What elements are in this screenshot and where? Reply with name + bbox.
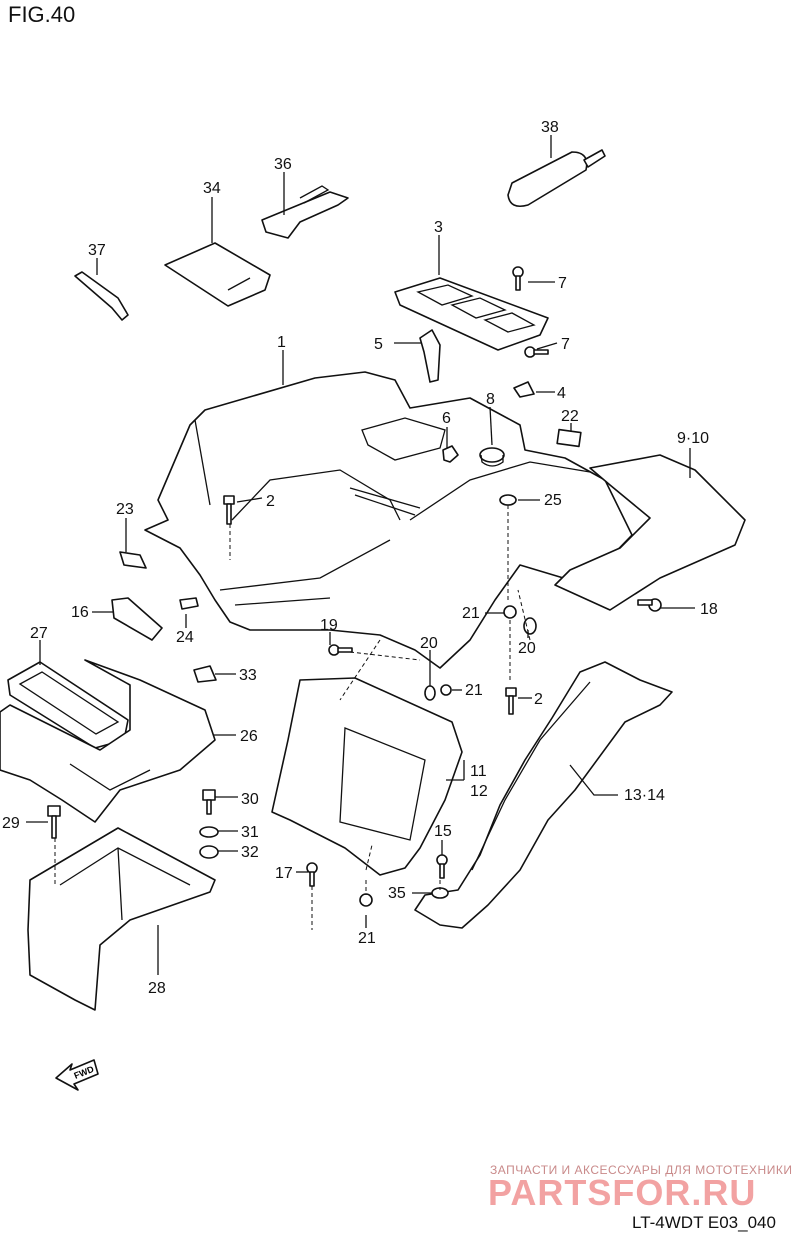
nut-21-lower[interactable] — [359, 893, 373, 907]
callout-23: 23 — [116, 501, 134, 518]
callout-3: 3 — [434, 219, 443, 236]
callout-21-lower: 21 — [358, 930, 376, 947]
part-11-12-inner-fender[interactable] — [271, 677, 463, 876]
callout-24: 24 — [176, 629, 194, 646]
part-8-cap[interactable] — [479, 447, 505, 467]
bolt-7-lower[interactable] — [524, 346, 549, 358]
callout-21-middle: 21 — [465, 682, 483, 699]
callout-32: 32 — [241, 844, 259, 861]
part-6-cap[interactable] — [442, 445, 459, 463]
callout-9-10: 9·10 — [677, 430, 709, 447]
callout-22: 22 — [561, 408, 579, 425]
callout-18: 18 — [700, 601, 718, 618]
callout-31: 31 — [241, 824, 259, 841]
part-34-pouch[interactable] — [164, 242, 271, 307]
callout-4: 4 — [557, 385, 566, 402]
callout-37: 37 — [88, 242, 106, 259]
grommet-32[interactable] — [199, 845, 219, 859]
callout-35: 35 — [388, 885, 406, 902]
callout-28: 28 — [148, 980, 166, 997]
part-1-rear-fender[interactable] — [144, 371, 633, 669]
callout-1: 1 — [277, 334, 286, 351]
callout-33: 33 — [239, 667, 257, 684]
part-26-storage-box[interactable] — [0, 659, 216, 823]
callout-12: 12 — [470, 783, 488, 800]
bolt-18[interactable] — [637, 598, 662, 612]
callout-20-right: 20 — [518, 640, 536, 657]
part-16-pad[interactable] — [111, 597, 163, 641]
callout-7-lower: 7 — [561, 336, 570, 353]
part-33-pad[interactable] — [193, 665, 217, 683]
watermark-tagline: ЗАПЧАСТИ И АКСЕССУАРЫ ДЛЯ МОТОТЕХНИКИ — [490, 1163, 793, 1177]
leader-lines — [26, 135, 695, 975]
nut-21-upper[interactable] — [503, 605, 517, 619]
callout-38: 38 — [541, 119, 559, 136]
callout-2-upper: 2 — [266, 493, 275, 510]
bolt-2-upper[interactable] — [223, 495, 235, 525]
watermark-brand: PARTSFOR.RU — [488, 1172, 757, 1213]
part-3-carrier[interactable] — [394, 277, 549, 351]
callout-15: 15 — [434, 823, 452, 840]
callout-13-14: 13·14 — [624, 787, 665, 804]
part-37-wrench[interactable] — [74, 271, 129, 321]
part-36-strap[interactable] — [261, 185, 349, 239]
callout-11: 11 — [470, 763, 487, 780]
callout-36: 36 — [274, 156, 292, 173]
callout-21-upper: 21 — [462, 605, 480, 622]
callout-27: 27 — [30, 625, 48, 642]
callout-19: 19 — [320, 617, 338, 634]
callout-7-upper: 7 — [558, 275, 567, 292]
part-9-10-mudflap[interactable] — [554, 454, 746, 611]
bolt-17[interactable] — [306, 862, 318, 887]
callout-6: 6 — [442, 410, 451, 427]
part-23-pad[interactable] — [119, 551, 147, 569]
callout-30: 30 — [241, 791, 259, 808]
bolt-30[interactable] — [202, 789, 216, 815]
washer-20-left[interactable] — [424, 685, 436, 701]
fwd-arrow-icon: FWD — [55, 1059, 99, 1091]
figure-code: LT-4WDT E03_040 — [632, 1213, 776, 1232]
washer-20-right[interactable] — [523, 617, 537, 635]
callout-25: 25 — [544, 492, 562, 509]
bolt-2-lower[interactable] — [505, 687, 517, 715]
callout-20-left: 20 — [420, 635, 438, 652]
callout-5: 5 — [374, 336, 383, 353]
bolt-29[interactable] — [47, 805, 61, 839]
clip-25[interactable] — [499, 494, 517, 506]
assembly-lines — [54, 505, 531, 930]
callout-8: 8 — [486, 391, 495, 408]
nut-21-middle[interactable] — [440, 684, 452, 696]
part-22-clip[interactable] — [556, 428, 582, 448]
part-5-bracket[interactable] — [419, 329, 441, 383]
callout-16: 16 — [71, 604, 89, 621]
bolt-19[interactable] — [328, 644, 353, 656]
figure-title: FIG.40 — [8, 2, 76, 27]
washer-31[interactable] — [199, 826, 219, 838]
callout-29: 29 — [2, 815, 20, 832]
callout-26: 26 — [240, 728, 258, 745]
part-13-14-side-guard[interactable] — [414, 661, 673, 929]
bolt-15[interactable] — [436, 854, 448, 879]
part-24-pad[interactable] — [179, 597, 199, 610]
part-38-tool-roll[interactable] — [507, 149, 606, 208]
callout-34: 34 — [203, 180, 221, 197]
part-28-under-cover[interactable] — [27, 827, 216, 1011]
part-4-bracket[interactable] — [513, 381, 535, 398]
bolt-7-upper[interactable] — [512, 266, 524, 291]
callout-17: 17 — [275, 865, 293, 882]
callout-2-lower: 2 — [534, 691, 543, 708]
